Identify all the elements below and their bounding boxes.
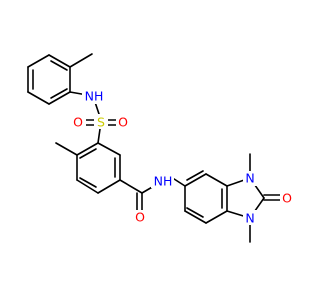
atom-O_sulfonyl_right: O [118, 115, 128, 130]
bond [27, 91, 50, 105]
bond [55, 142, 78, 156]
atom-O_imid: O [282, 191, 292, 206]
bond [186, 207, 204, 218]
bond [119, 179, 143, 194]
atom-N_sulfonamide: NH [85, 89, 104, 104]
bond [184, 173, 207, 187]
atom-label-background [243, 210, 257, 225]
bond [48, 54, 71, 68]
atom-label-background [243, 171, 257, 186]
bond [205, 210, 228, 224]
atom-label-background [116, 114, 131, 129]
atom-N_imid_bottom: N [245, 211, 254, 226]
bond [50, 60, 68, 71]
atom-label-background [94, 114, 108, 129]
bond [76, 142, 99, 156]
atom-label-background [82, 89, 105, 104]
atom-label-layer: NH S O O NH O N N O [71, 89, 295, 226]
bond [184, 210, 207, 224]
atom-O_amide: O [135, 210, 145, 225]
bond [69, 53, 93, 68]
atom-S: S [97, 115, 105, 130]
bond [97, 142, 121, 156]
bond [27, 54, 50, 68]
atom-label-background [280, 190, 295, 205]
bond [50, 88, 68, 99]
atom-label-background [133, 210, 148, 225]
atom-label-background [151, 173, 174, 188]
bond [186, 170, 204, 181]
molecule-structure: NH S O O NH O N N O [27, 53, 295, 243]
atom-N_imid_top: N [245, 171, 254, 186]
bond [97, 179, 121, 194]
bond [205, 173, 228, 187]
bond [76, 179, 99, 194]
atom-label-background [71, 114, 86, 129]
bond [48, 91, 71, 105]
bond [79, 148, 97, 159]
atom-N_amide: NH [154, 174, 173, 189]
bond [79, 177, 97, 188]
atom-O_sulfonyl_left: O [73, 115, 83, 130]
